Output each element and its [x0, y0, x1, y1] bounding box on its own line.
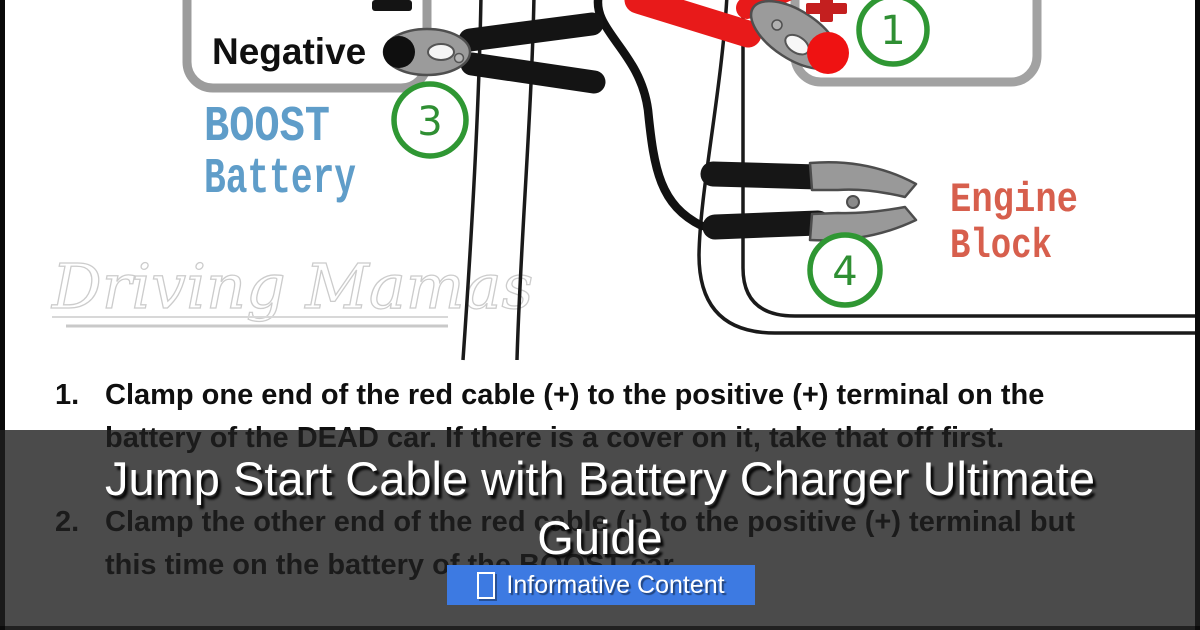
step-number-1: 1	[880, 8, 905, 54]
negative-terminal-dot	[383, 36, 415, 68]
step-circle-1	[856, 0, 930, 67]
right-edge-bar	[1195, 0, 1200, 630]
boost-battery-box: Negative	[182, 0, 432, 93]
engine-block-label-line2: Block	[950, 222, 1052, 270]
black-jumper-cable	[593, 0, 707, 231]
negative-terminal-label: Negative	[212, 31, 366, 72]
bottom-edge-line	[0, 626, 1200, 630]
missing-glyph-icon	[477, 571, 496, 599]
step-circle-3	[391, 81, 469, 159]
watermark-text: Driving Mamas	[51, 250, 533, 323]
boost-label-line2: Battery	[204, 151, 356, 208]
engine-block-clamp	[700, 160, 918, 242]
page-title: Jump Start Cable with Battery Charger Ul…	[0, 449, 1200, 567]
red-positive-clamp	[624, 0, 849, 74]
engine-outline-outer	[697, 0, 1196, 335]
page-title-line1: Jump Start Cable with Battery Charger Ul…	[105, 452, 1095, 505]
engine-block-label-line1: Engine	[950, 176, 1078, 224]
step-circle-4	[807, 232, 883, 308]
boost-label-line1: BOOST	[204, 99, 330, 156]
category-badge: Informative Content	[447, 565, 755, 605]
positive-terminal-ball	[807, 32, 849, 74]
watermark: Driving Mamas	[50, 249, 534, 328]
minus-terminal-icon	[372, 0, 412, 11]
step-number-3: 3	[417, 99, 442, 145]
step-markers: 1 3 4	[391, 0, 930, 308]
step-number-4: 4	[832, 249, 857, 295]
engine-outline-inner	[741, 0, 1196, 318]
instruction-text: Clamp one end of the red cable (+) to th…	[105, 379, 1045, 411]
left-edge-bar	[0, 0, 5, 630]
page-title-line2: Guide	[537, 511, 663, 564]
plus-terminal-icon	[806, 0, 847, 22]
instruction-number: 1.	[55, 379, 80, 411]
category-badge-label: Informative Content	[506, 570, 725, 599]
negative-clamp	[382, 12, 606, 94]
